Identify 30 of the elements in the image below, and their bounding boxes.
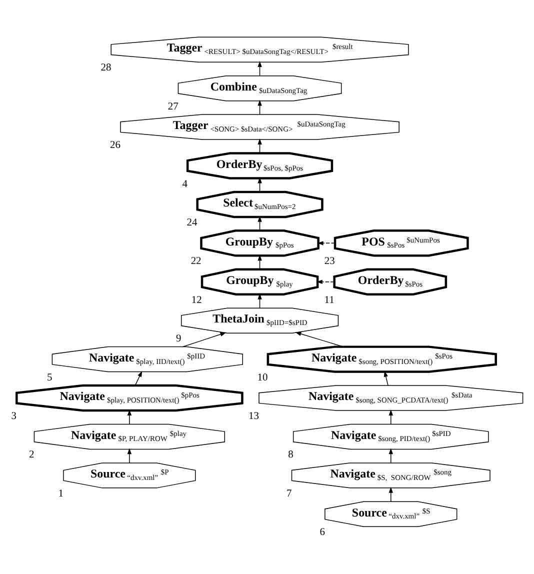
node-label: 10: [257, 372, 268, 383]
node-label: 4: [182, 178, 188, 190]
arrow: [127, 448, 132, 463]
node-label: 9: [176, 333, 182, 344]
node-label: 22: [190, 256, 202, 267]
node-label: 13: [248, 410, 259, 422]
arrow: [182, 332, 226, 347]
node-label: 26: [110, 140, 120, 151]
arrow: [388, 486, 393, 502]
arrow: [316, 279, 335, 284]
arrow: [384, 370, 388, 386]
arrow: [317, 240, 336, 245]
node-label: 12: [191, 294, 202, 306]
node-label: 23: [324, 256, 335, 267]
arrow: [388, 408, 393, 424]
node-label: 27: [168, 100, 178, 112]
arrow: [388, 448, 393, 463]
node-label: 11: [324, 294, 334, 306]
node-label: 8: [288, 449, 294, 460]
node-label: 28: [100, 62, 112, 74]
node-label: 2: [29, 449, 34, 460]
arrow: [127, 408, 132, 424]
node-label: 6: [320, 526, 325, 538]
node-label: 5: [47, 372, 52, 383]
node-label: 7: [286, 488, 292, 499]
node-label: 24: [186, 216, 198, 228]
arrow: [295, 331, 344, 347]
arrow: [134, 370, 142, 386]
node-label: 1: [58, 488, 64, 499]
node-label: 3: [11, 410, 16, 422]
